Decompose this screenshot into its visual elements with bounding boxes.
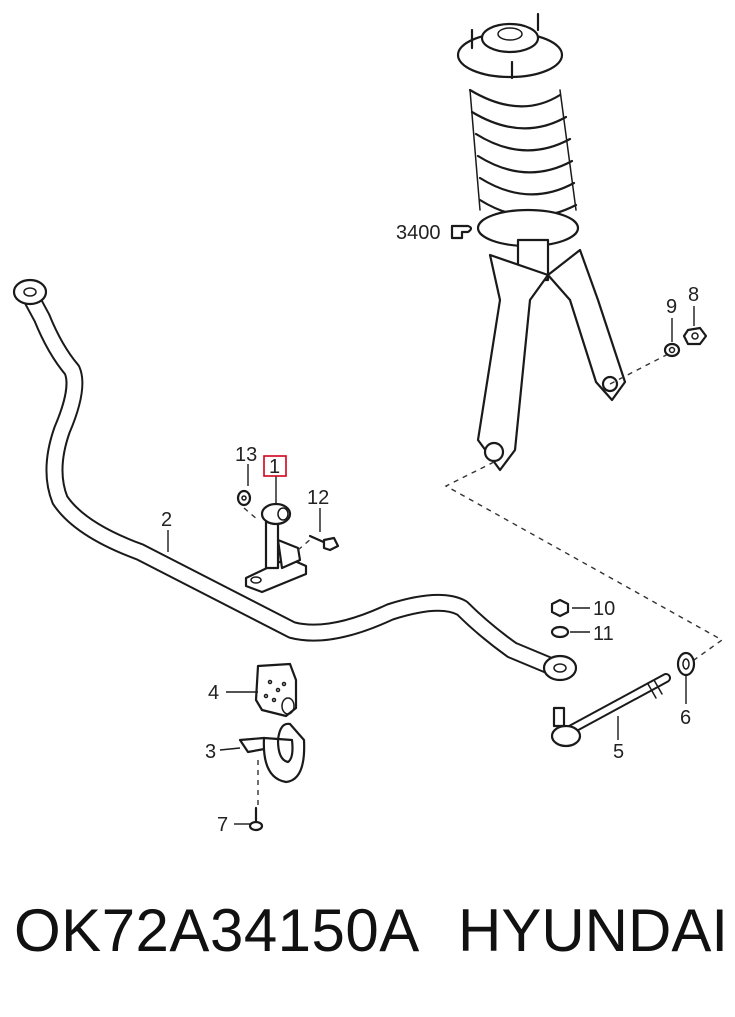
callout-9: 9 [666,296,677,318]
stabilizer-bar [12,278,578,682]
washer-6 [676,651,696,677]
pointer-hand-icon [450,224,473,240]
bracket-1 [244,502,308,594]
callout-6: 6 [680,707,691,729]
callout-11: 11 [593,623,614,645]
callout-12: 12 [307,487,329,509]
callout-1-highlight-box [263,455,287,477]
callout-10: 10 [593,598,615,620]
dashed-leader-knuckle-to-link [444,461,724,661]
part-number-caption: OK72A34150A [14,897,420,964]
bolt-7 [248,760,264,832]
bolt-12 [308,534,340,552]
callout-1: 1 [269,456,280,478]
leader-lines [167,306,695,825]
washer-11 [550,625,570,639]
callout-3: 3 [205,741,216,763]
stabilizer-link-5 [550,673,671,748]
bushing-4 [254,662,298,718]
callout-4: 4 [208,682,219,704]
strut-assembly [456,12,627,472]
nut-8 [682,326,708,346]
washer-9 [663,342,681,358]
exploded-parts-diagram: 3400 1 13 12 2 4 3 7 5 6 10 11 9 8 [12,12,724,836]
callout-7: 7 [217,814,228,836]
callout-5: 5 [613,741,624,763]
callout-3400: 3400 [396,222,441,244]
clamp-3 [238,722,306,784]
callout-2: 2 [161,509,172,531]
callout-13: 13 [235,444,257,466]
brand-caption: HYUNDAI [458,897,729,964]
nut-10 [550,598,570,618]
dashed-leader-knuckle-to-nut [609,349,677,385]
callout-8: 8 [688,284,699,306]
washer-13 [236,489,252,507]
